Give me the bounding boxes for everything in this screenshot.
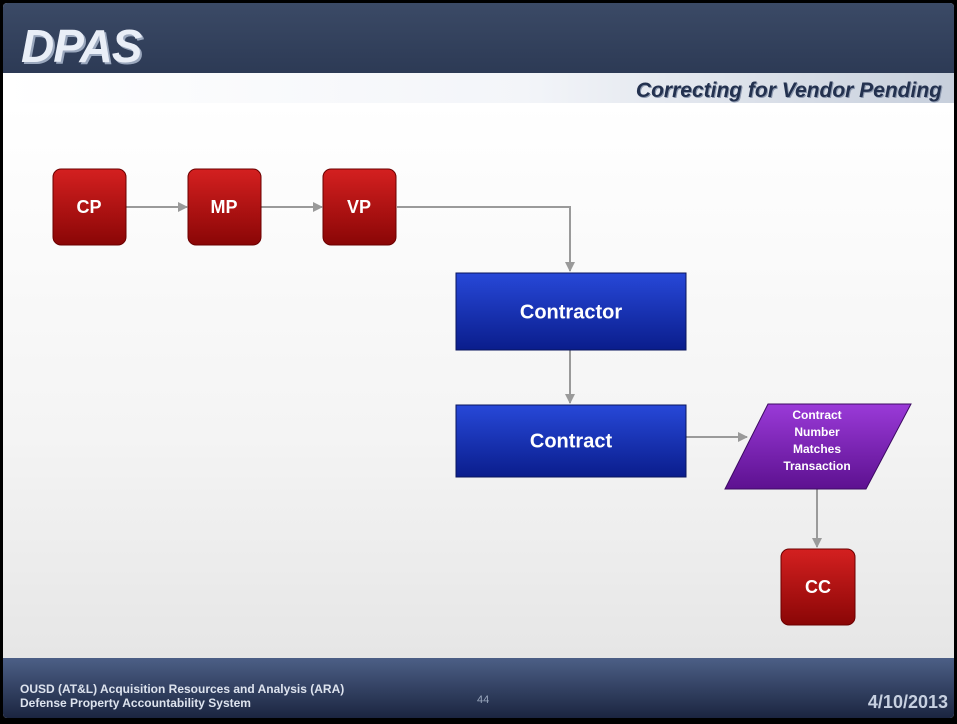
slide: DPAS Correcting for Vendor Pending: [3, 3, 954, 718]
node-contract: Contract: [455, 404, 687, 478]
footer-bar: OUSD (AT&L) Acquisition Resources and An…: [3, 658, 954, 718]
node-vp-label: VP: [347, 197, 371, 217]
decision-line-3: Matches: [793, 442, 841, 456]
node-cc: CC: [780, 548, 856, 626]
node-vp: VP: [322, 168, 397, 246]
dpas-logo: DPAS: [21, 20, 142, 72]
decision-line-1: Contract: [792, 408, 841, 422]
footer-org-line-1: OUSD (AT&L) Acquisition Resources and An…: [20, 682, 345, 696]
node-mp-label: MP: [211, 197, 238, 217]
node-contractor-label: Contractor: [520, 301, 622, 323]
node-decision: Contract Number Matches Transaction: [724, 403, 912, 490]
decision-line-4: Transaction: [783, 459, 850, 473]
flow-diagram: CP MP VP Contractor Contract Contract Nu…: [52, 168, 912, 626]
node-cc-label: CC: [805, 577, 831, 597]
node-cp-label: CP: [76, 197, 101, 217]
footer-org: OUSD (AT&L) Acquisition Resources and An…: [20, 682, 344, 710]
footer-org-line-2: Defense Property Accountability System: [20, 696, 251, 710]
page-number: 44: [477, 694, 490, 706]
decision-line-2: Number: [794, 425, 840, 439]
node-cp: CP: [52, 168, 127, 246]
footer-date: 4/10/2013: [867, 692, 948, 712]
arrow-vp-contractor: [397, 206, 575, 272]
node-contract-label: Contract: [530, 430, 613, 452]
slide-title: Correcting for Vendor Pending: [635, 79, 942, 102]
node-mp: MP: [187, 168, 262, 246]
node-contractor: Contractor: [455, 272, 687, 351]
